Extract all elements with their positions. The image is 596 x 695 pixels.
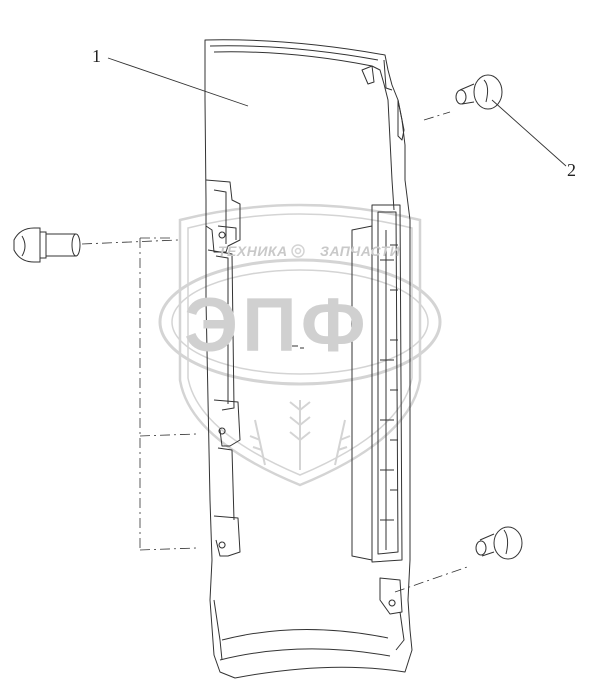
leader-lines — [107, 57, 567, 167]
bolt-bottom-right — [475, 526, 523, 560]
callout-part-2: 2 — [567, 160, 576, 180]
bolt-left — [13, 227, 81, 263]
wheat-icon — [249, 400, 351, 470]
panel-part — [204, 39, 413, 679]
watermark-text-left: ТЕХНИКА — [218, 243, 288, 259]
watermark-text-right: ЗАПЧАСТИ — [320, 243, 401, 259]
leader-part-1 — [107, 57, 249, 107]
gear-icon — [291, 244, 305, 258]
watermark-logo-text: ЭПФ — [184, 283, 370, 368]
assembly-lines — [81, 111, 471, 593]
callout-part-1: 1 — [92, 46, 101, 66]
leader-part-2 — [491, 99, 567, 167]
bolt-top-right — [455, 74, 503, 110]
watermark-logo — [158, 203, 442, 487]
